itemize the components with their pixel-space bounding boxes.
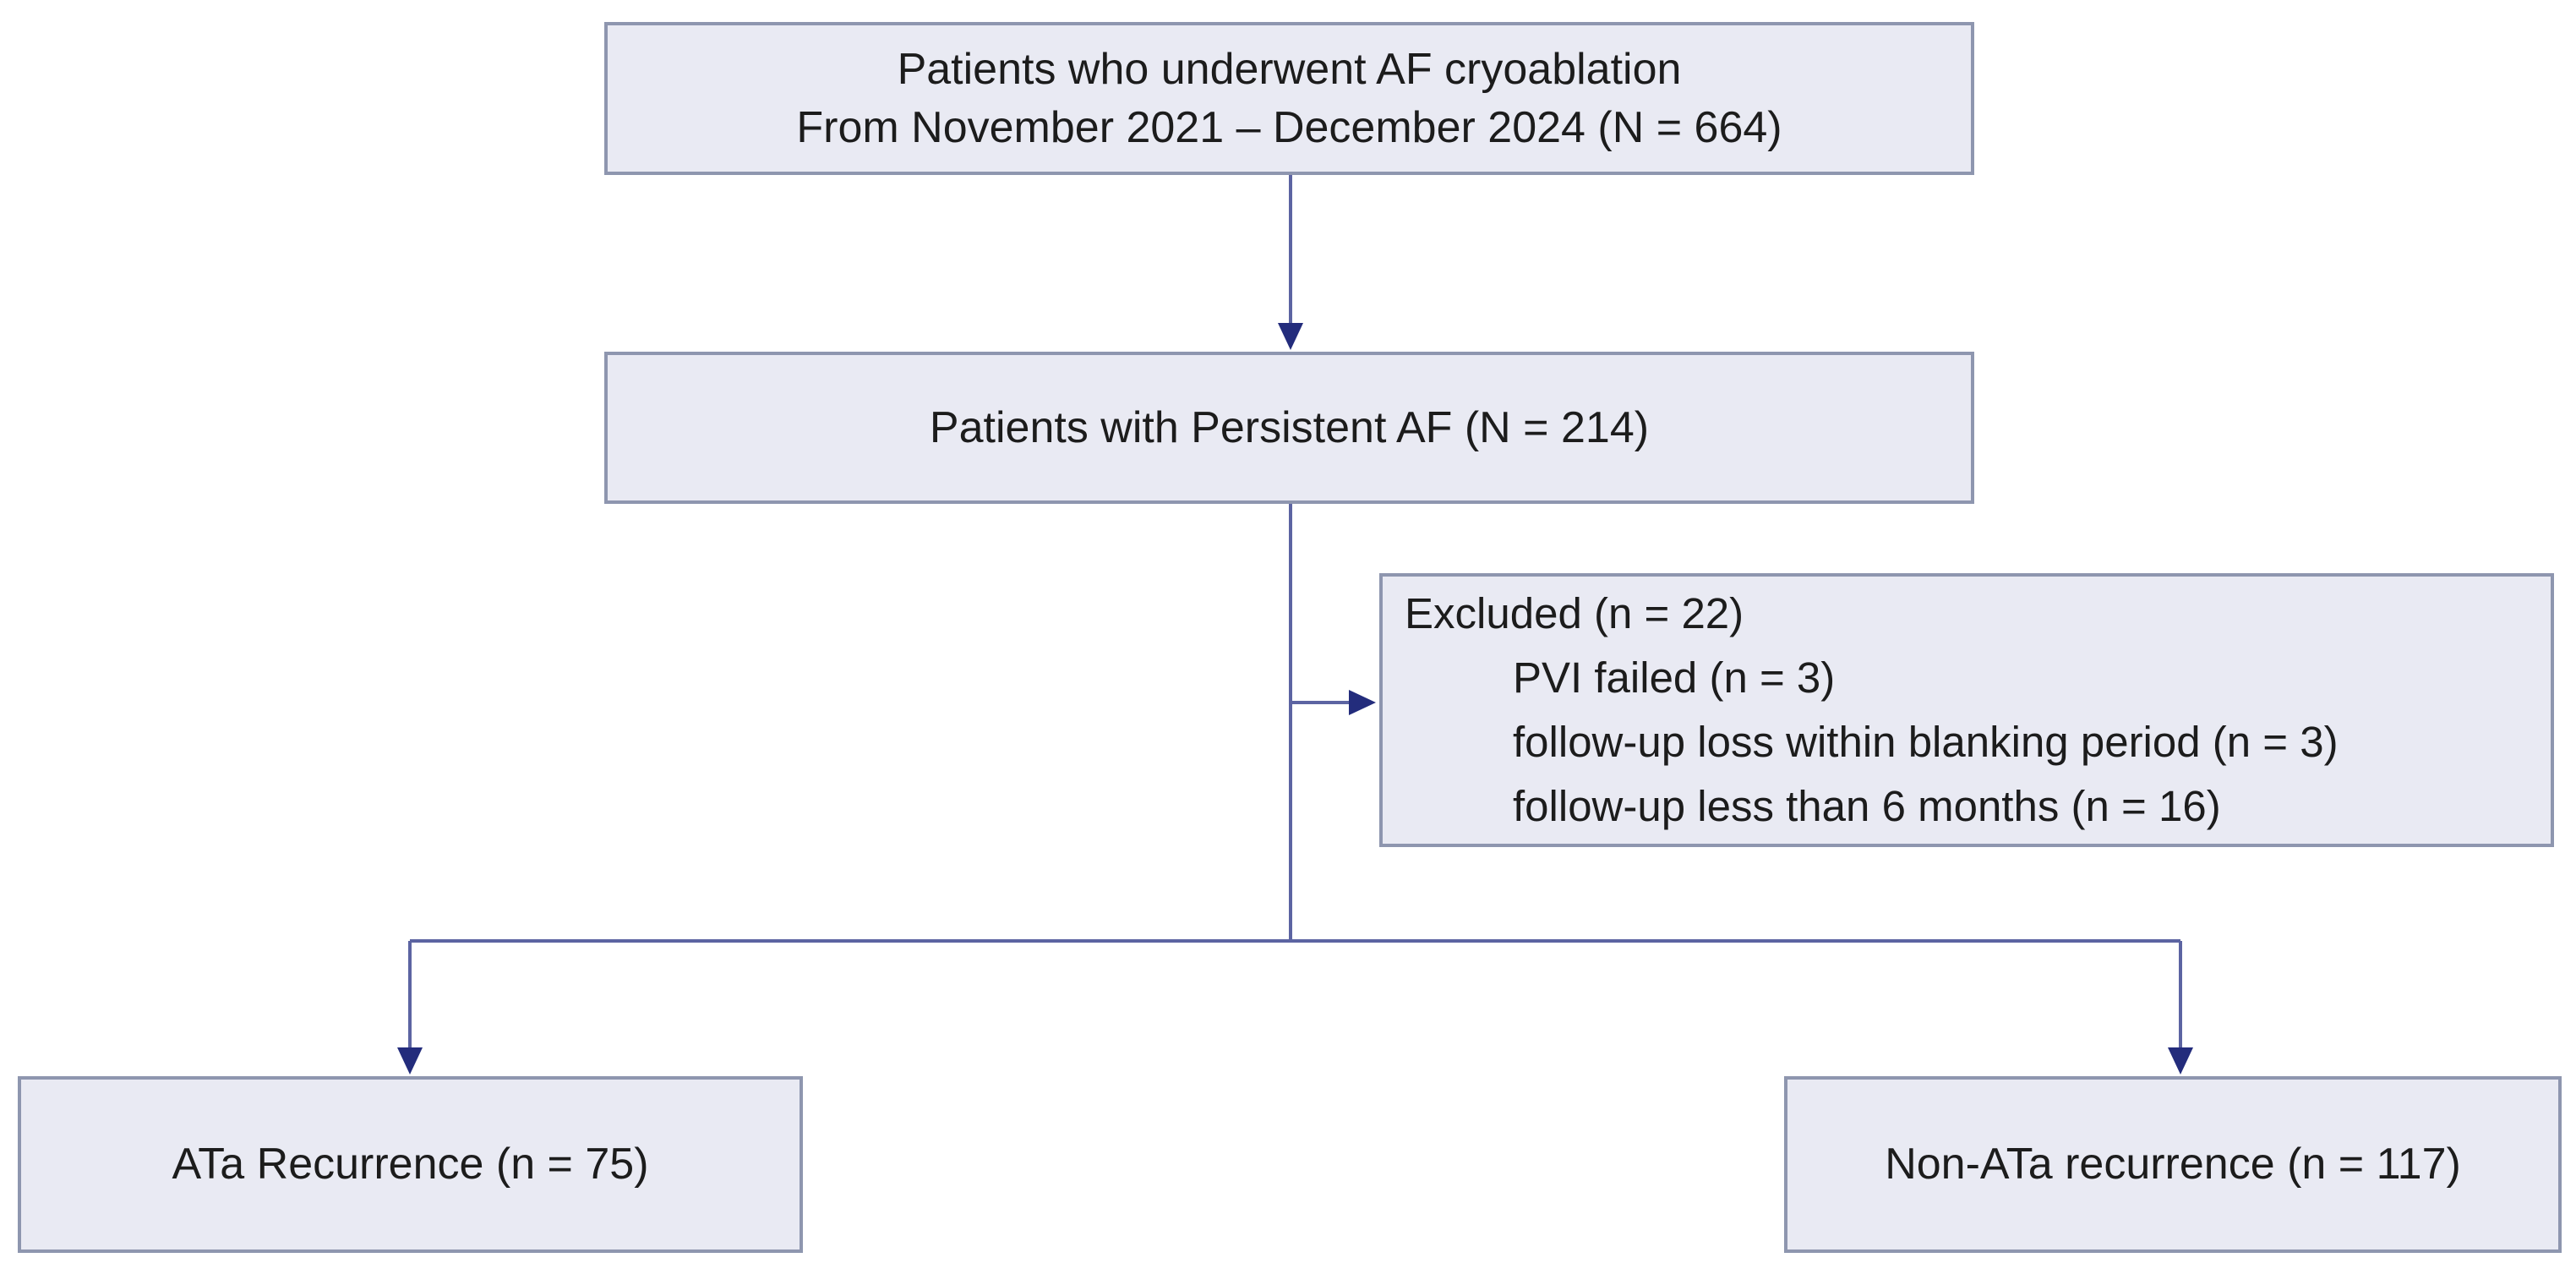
enrollment-line2: From November 2021 – December 2024 (N = … — [796, 102, 1782, 152]
arrow-to-nonata-head — [2168, 1047, 2193, 1074]
box-excluded: Excluded (n = 22) PVI failed (n = 3) fol… — [1379, 573, 2554, 847]
excluded-item-pvi-failed: PVI failed (n = 3) — [1513, 653, 1836, 702]
enrollment-line1: Patients who underwent AF cryoablation — [897, 44, 1682, 94]
persistent-af-label: Patients with Persistent AF (N = 214) — [929, 402, 1650, 452]
non-ata-recurrence-label: Non-ATa recurrence (n = 117) — [1885, 1140, 2461, 1189]
excluded-item-followup-loss: follow-up loss within blanking period (n… — [1513, 718, 2339, 766]
box-persistent-af: Patients with Persistent AF (N = 214) — [604, 352, 1974, 504]
arrow-enrollment-to-persistent-head — [1278, 323, 1303, 350]
box-enrollment-text: Patients who underwent AF cryoablation F… — [796, 41, 1782, 156]
ata-recurrence-label: ATa Recurrence (n = 75) — [172, 1140, 649, 1189]
excluded-item-followup-short: follow-up less than 6 months (n = 16) — [1513, 782, 2221, 830]
box-enrollment: Patients who underwent AF cryoablation F… — [604, 22, 1974, 175]
arrow-to-ata-head — [397, 1047, 423, 1074]
arrow-to-excluded-head — [1349, 690, 1376, 715]
box-non-ata-recurrence: Non-ATa recurrence (n = 117) — [1784, 1076, 2562, 1253]
excluded-title: Excluded (n = 22) — [1405, 589, 1744, 637]
box-ata-recurrence: ATa Recurrence (n = 75) — [18, 1076, 803, 1253]
